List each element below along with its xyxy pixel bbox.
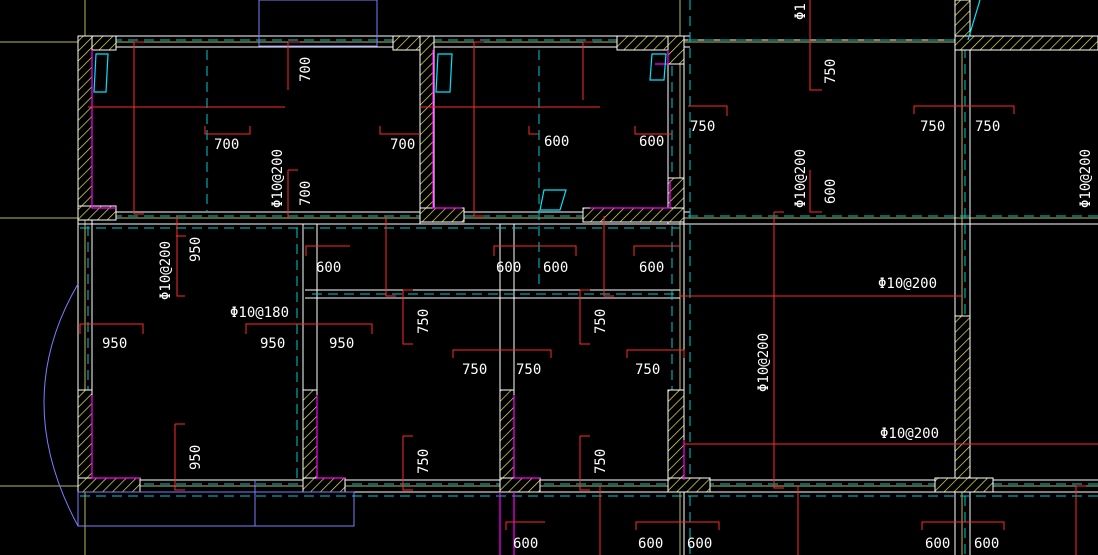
rebar-spec: Φ10@200 [756,333,772,392]
dim-label: 750 [416,449,432,474]
dim-label: 750 [690,119,715,135]
rebar-spec: Φ10@200 [1078,149,1094,208]
rebar-spec-labels: Φ10@200 Φ10@200 Φ10@180 Φ10@200 Φ10@200 … [158,3,1094,442]
dim-label: 700 [298,181,314,206]
cyan-fixtures [93,0,981,211]
dim-label: 950 [188,237,204,262]
dim-label: 750 [593,309,609,334]
dim-label: 700 [298,57,314,82]
dim-label: 750 [416,309,432,334]
dim-label: 750 [635,362,660,378]
bay-window [43,0,378,527]
dim-label: 750 [920,119,945,135]
dim-label: 950 [188,445,204,470]
dim-label: 750 [975,119,1000,135]
rebar-spec: Φ10@200 [270,149,286,208]
dim-label: 600 [544,134,569,150]
dim-label: 600 [513,536,538,552]
pink-outlines [91,50,685,555]
rebar-spec: Φ10@200 [880,426,939,442]
dim-label: 750 [593,449,609,474]
dashed-beam-lines [80,0,1098,555]
dim-label: 600 [639,134,664,150]
dim-label: 750 [462,362,487,378]
dim-label: 600 [823,179,839,204]
rebar-lines [79,0,1098,555]
dim-label: 750 [823,59,839,84]
rebar-spec: Φ10@200 [878,276,937,292]
dim-label: 600 [638,536,663,552]
rebar-spec: Φ1 [793,3,809,20]
dim-label: 600 [639,260,664,276]
dim-label: 950 [260,336,285,352]
dim-label: 600 [925,536,950,552]
dim-label: 950 [102,336,127,352]
rebar-spec: Φ10@200 [158,241,174,300]
wall-outlines [77,0,1098,555]
dim-label: 950 [329,336,354,352]
dim-label: 600 [543,260,568,276]
hatched-columns [77,0,1098,493]
dim-label: 600 [687,536,712,552]
dim-label: 750 [516,362,541,378]
dim-label: 700 [214,137,239,153]
rebar-spec: Φ10@180 [230,305,289,321]
dim-label: 700 [390,137,415,153]
dim-label: 600 [496,260,521,276]
dim-label: 600 [316,260,341,276]
dim-label: 600 [974,536,999,552]
rebar-spec: Φ10@200 [793,149,809,208]
dimension-labels: 700 700 700 700 600 600 750 750 750 750 … [102,57,1000,552]
